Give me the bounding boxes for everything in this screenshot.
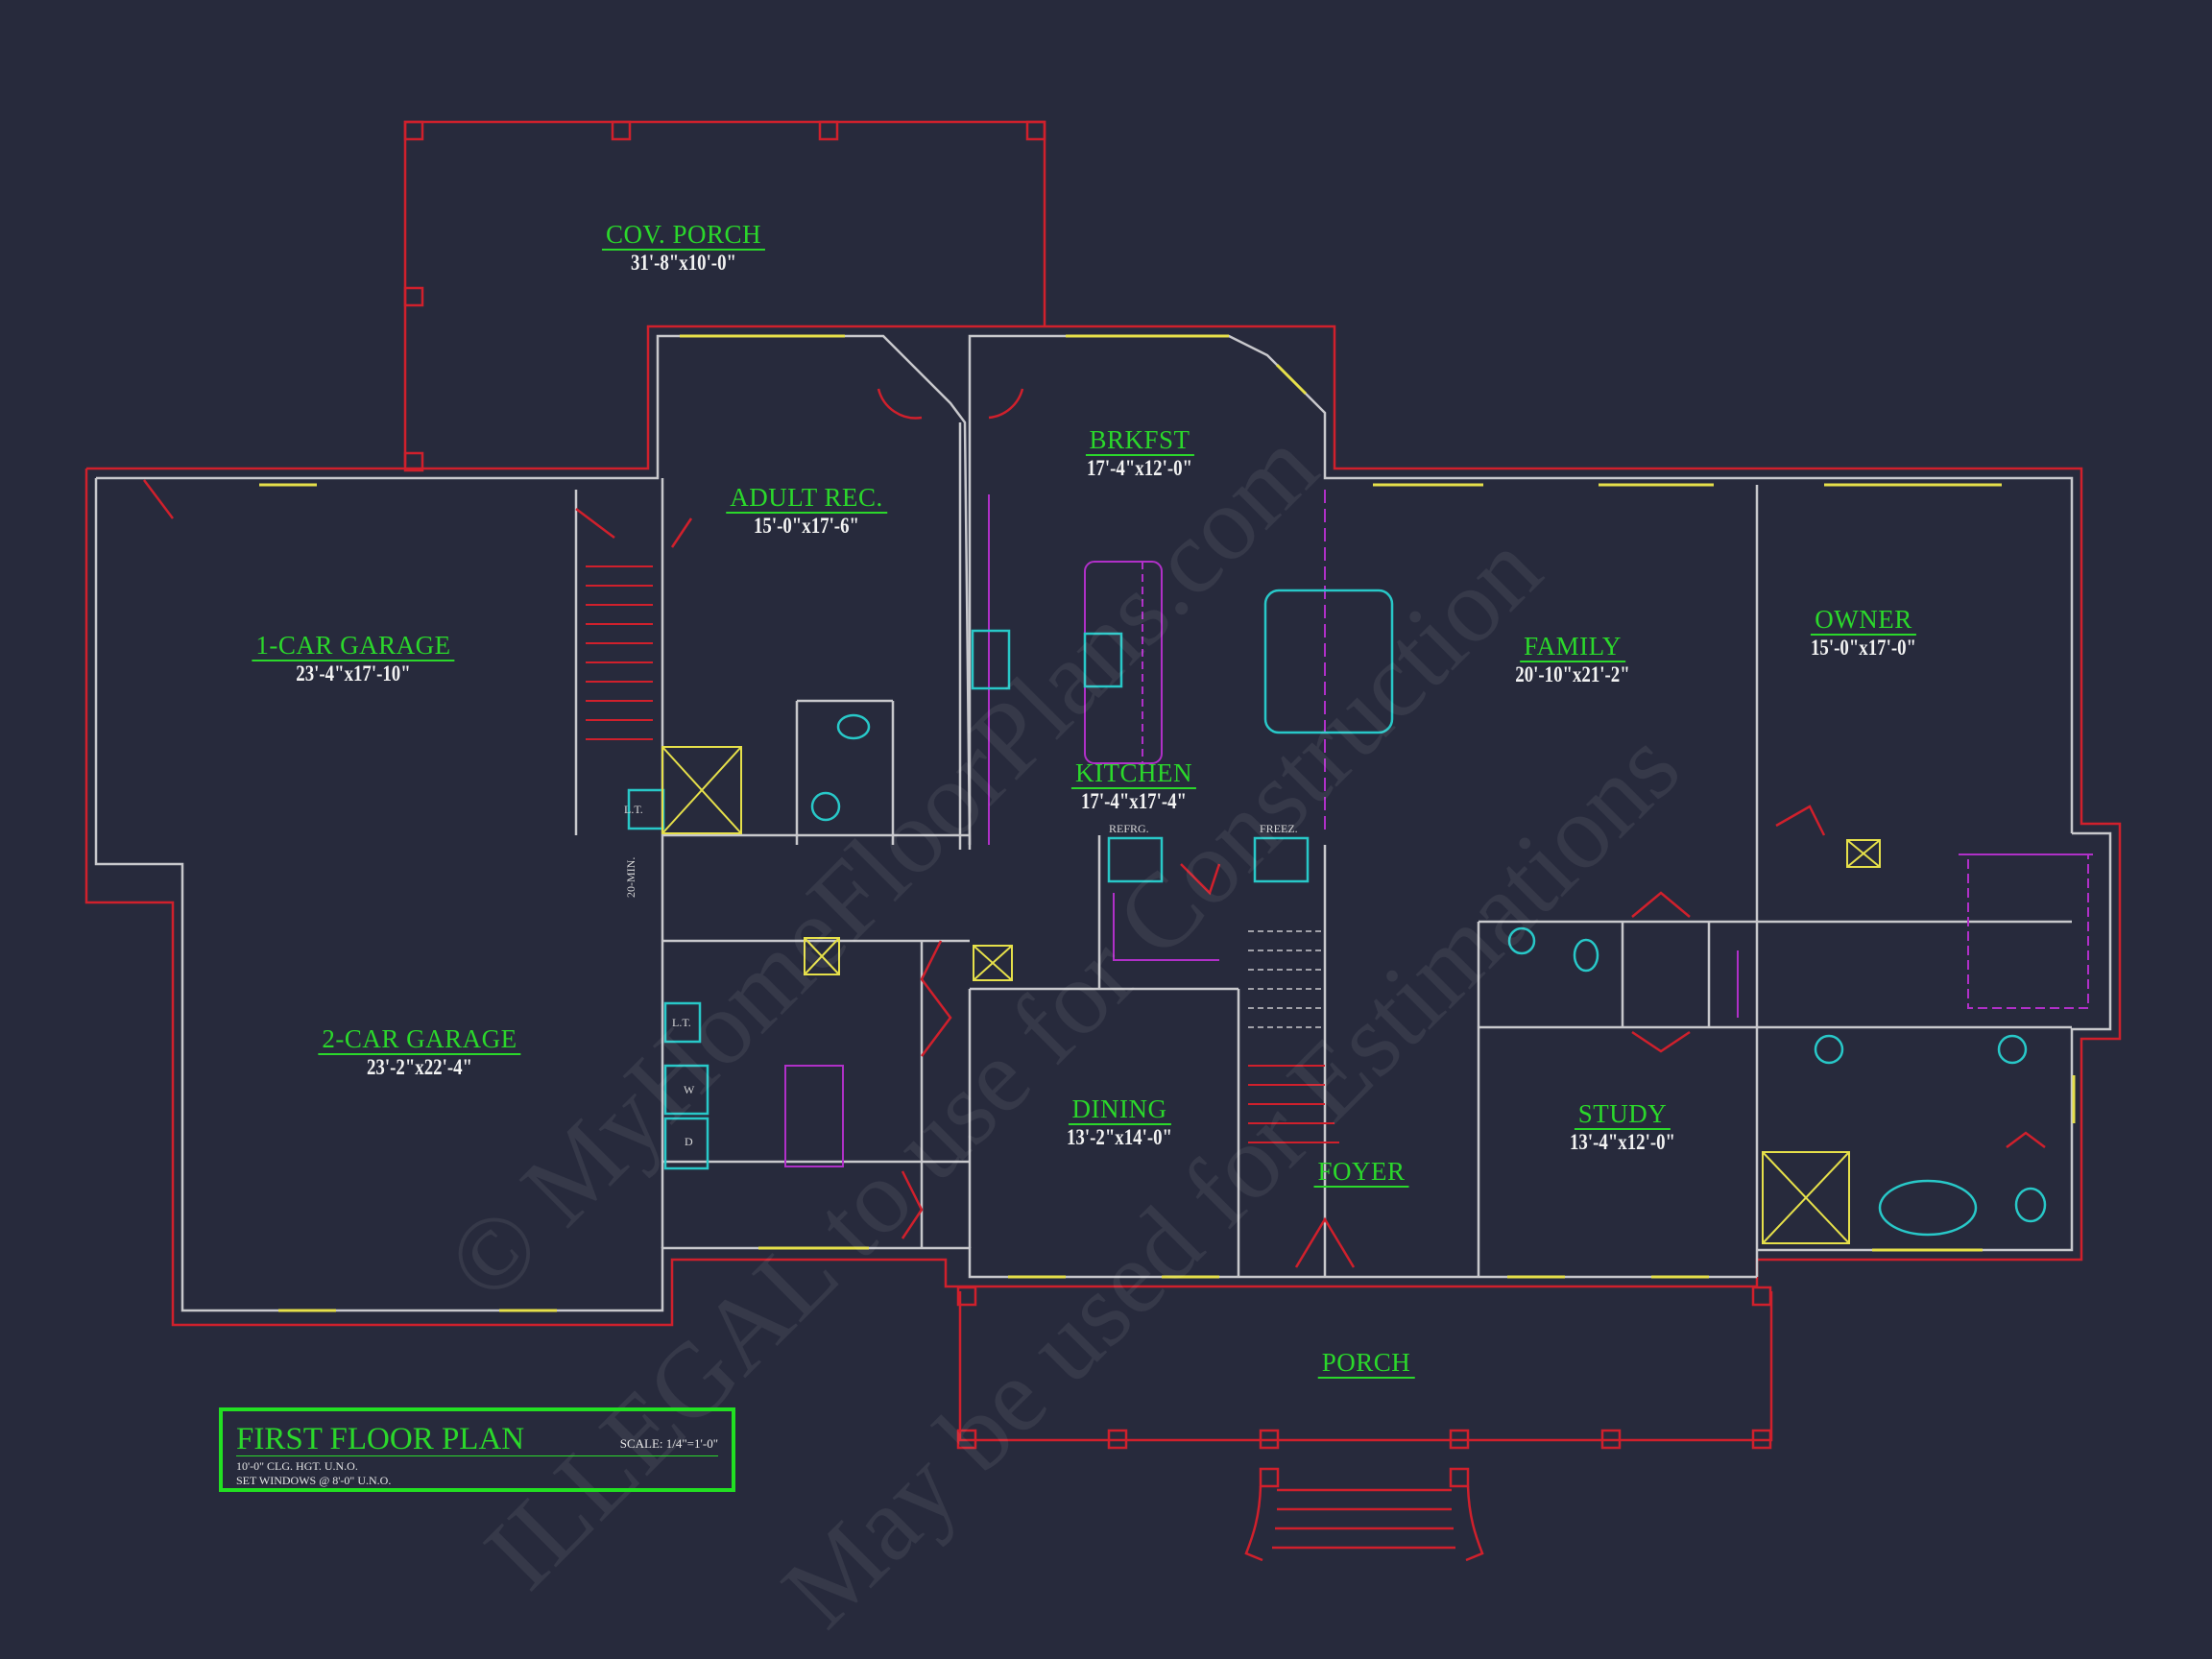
room-name: OWNER: [1811, 606, 1916, 636]
room-dimensions: 13'-2"x14'-0": [1067, 1125, 1172, 1149]
room-dimensions: 20'-10"x21'-2": [1515, 662, 1630, 686]
room-name: FOYER: [1313, 1158, 1409, 1188]
plumbing-fixtures: [627, 589, 2047, 1237]
room-dimensions: 17'-4"x12'-0": [1087, 456, 1192, 480]
kitchen-cabinets: [784, 490, 2093, 1167]
room-dimensions: 23'-2"x22'-4": [367, 1055, 472, 1079]
covered-porch-outline: [403, 120, 1046, 472]
door-swings: [143, 388, 2046, 1268]
foyer-stair-upper: [1248, 930, 1325, 1028]
room-dining: DINING 13'-2"x14'-0": [1055, 1095, 1184, 1150]
exterior-wall-outline: [84, 325, 2122, 1327]
room-porch: PORCH: [1317, 1349, 1415, 1379]
room-name: FAMILY: [1520, 633, 1625, 662]
laundry-tub-tag: L.T.: [624, 803, 643, 816]
room-adult-rec: ADULT REC. 15'-0"x17'-6": [726, 484, 887, 539]
room-dimensions: 13'-4"x12'-0": [1570, 1130, 1675, 1154]
room-dimensions: 15'-0"x17'-0": [1811, 636, 1916, 660]
showers: [661, 746, 1881, 1244]
room-dimensions: 23'-4"x17'-10": [296, 661, 411, 685]
room-owner: OWNER 15'-0"x17'-0": [1799, 606, 1928, 661]
title-divider: [236, 1455, 718, 1456]
room-dimensions: 31'-8"x10'-0": [630, 251, 736, 275]
freezer-tag: FREEZ.: [1260, 822, 1298, 835]
room-2-car-garage: 2-CAR GARAGE 23'-2"x22'-4": [318, 1025, 521, 1080]
room-name: STUDY: [1574, 1100, 1671, 1130]
plan-scale: SCALE: 1/4"=1'-0": [619, 1436, 718, 1451]
dryer-tag: D: [685, 1135, 693, 1148]
washer-tag: W: [684, 1083, 695, 1096]
room-name: 2-CAR GARAGE: [318, 1025, 521, 1055]
garage-stair: [586, 565, 653, 740]
window-height-note: SET WINDOWS @ 8'-0" U.N.O.: [236, 1474, 392, 1487]
refrigerator-tag: REFRG.: [1109, 822, 1149, 835]
room-study: STUDY 13'-4"x12'-0": [1558, 1100, 1687, 1155]
room-name: BRKFST: [1085, 426, 1194, 456]
room-kitchen: KITCHEN 17'-4"x17'-4": [1070, 759, 1198, 814]
room-breakfast: BRKFST 17'-4"x12'-0": [1075, 426, 1204, 481]
room-covered-porch: COV. PORCH 31'-8"x10'-0": [601, 221, 766, 276]
foyer-stair: [1248, 1065, 1339, 1143]
room-name: ADULT REC.: [726, 484, 887, 514]
door-rating-tag: 20-MIN.: [624, 856, 637, 898]
interior-walls: [94, 334, 2112, 1312]
front-porch-outline: [956, 1286, 1773, 1562]
plan-title: FIRST FLOOR PLAN: [236, 1422, 525, 1456]
laundry-tub-tag-2: L.T.: [672, 1016, 691, 1029]
windows: [259, 334, 2076, 1312]
room-family: FAMILY 20'-10"x21'-2": [1503, 633, 1643, 687]
title-block: FIRST FLOOR PLAN SCALE: 1/4"=1'-0" 10'-0…: [219, 1407, 735, 1492]
room-dimensions: 15'-0"x17'-6": [753, 514, 859, 538]
room-name: DINING: [1068, 1095, 1171, 1125]
ceiling-height-note: 10'-0" CLG. HGT. U.N.O.: [236, 1459, 358, 1473]
room-name: COV. PORCH: [601, 221, 766, 251]
room-name: KITCHEN: [1071, 759, 1196, 789]
room-1-car-garage: 1-CAR GARAGE 23'-4"x17'-10": [252, 632, 455, 686]
room-name: PORCH: [1317, 1349, 1415, 1379]
room-dimensions: 17'-4"x17'-4": [1081, 789, 1187, 813]
room-foyer: FOYER: [1313, 1158, 1409, 1188]
room-name: 1-CAR GARAGE: [252, 632, 455, 661]
